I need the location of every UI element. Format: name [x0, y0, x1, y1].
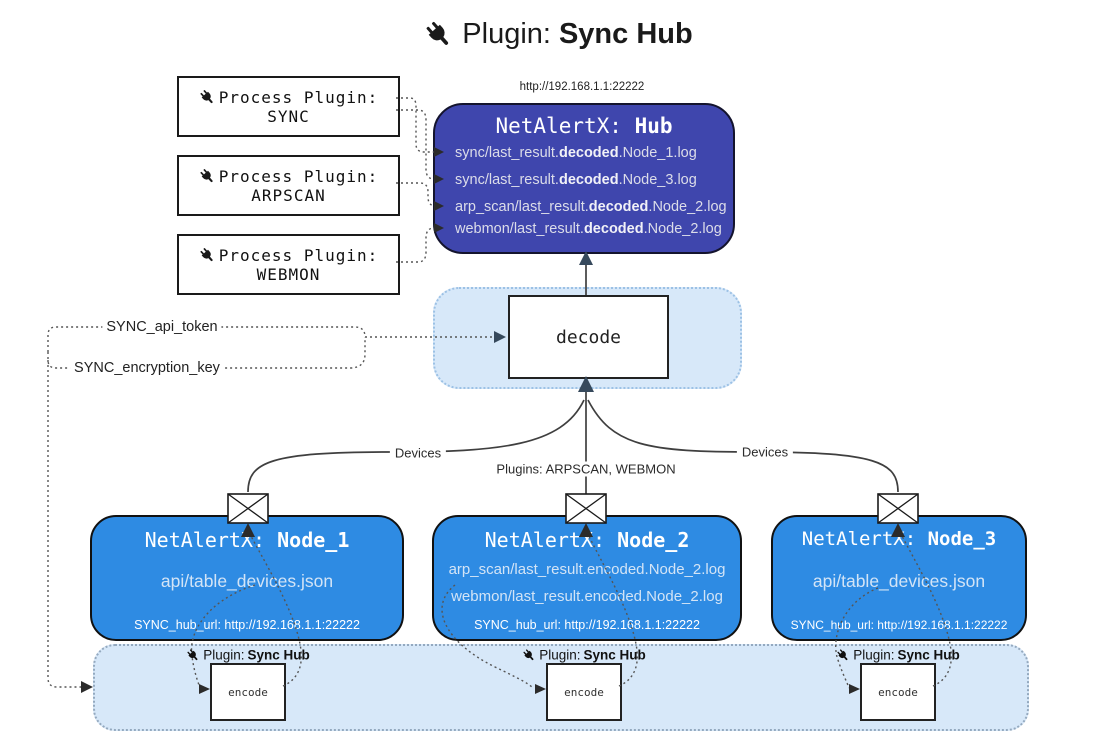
- edge-sync-to-hub-2: [396, 109, 436, 180]
- edge-sync-to-hub-1: [396, 97, 434, 153]
- process-plugin-label: Process Plugin:: [218, 245, 379, 265]
- encode-box: encode: [546, 663, 622, 721]
- node-title: NetAlertX: Node_1: [144, 528, 350, 552]
- node-title: NetAlertX: Node_3: [801, 528, 997, 550]
- arrowhead-icon: [81, 681, 93, 693]
- encode-box: encode: [860, 663, 936, 721]
- hub-log-line: webmon/last_result.decoded.Node_2.log: [455, 221, 722, 237]
- plug-icon: [199, 247, 216, 264]
- node-file: arp_scan/last_result.encoded.Node_2.log: [448, 561, 726, 578]
- node-file: api/table_devices.json: [160, 571, 334, 591]
- title-name: Sync Hub: [558, 18, 693, 50]
- node-hub-url: SYNC_hub_url: http://192.168.1.1:22222: [790, 618, 1008, 632]
- node-box-node-2: NetAlertX: Node_2 arp_scan/last_result.e…: [432, 515, 742, 641]
- devices-label-right: Devices: [736, 444, 794, 460]
- node-title: NetAlertX: Node_2: [484, 528, 690, 552]
- process-plugin-box-sync: Process Plugin: SYNC: [177, 76, 400, 137]
- sync-encryption-key-label: SYNC_encryption_key: [70, 360, 224, 376]
- process-plugin-name: SYNC: [267, 106, 310, 126]
- devices-label-left: Devices: [389, 445, 447, 461]
- node-hub-url: SYNC_hub_url: http://192.168.1.1:22222: [134, 618, 360, 632]
- plug-icon: [522, 648, 536, 662]
- process-plugin-label: Process Plugin:: [218, 166, 379, 186]
- title-prefix: Plugin:: [462, 18, 551, 50]
- process-plugin-box-arpscan: Process Plugin: ARPSCAN: [177, 155, 400, 216]
- process-plugin-name: ARPSCAN: [251, 185, 326, 205]
- plug-icon: [199, 89, 216, 106]
- edge-webmon-to-hub: [396, 227, 436, 263]
- hub-box: NetAlertX: Hub sync/last_result.decoded.…: [433, 103, 735, 254]
- plugins-edge-label: Plugins: ARPSCAN, WEBMON: [491, 461, 681, 477]
- encoder-plugin-label: Plugin:Sync Hub: [186, 648, 310, 663]
- plug-icon: [199, 168, 216, 185]
- plug-icon: [424, 20, 454, 50]
- process-plugin-label: Process Plugin:: [218, 87, 379, 107]
- node-file: api/table_devices.json: [812, 571, 986, 591]
- plug-icon: [186, 648, 200, 662]
- plug-icon: [836, 648, 850, 662]
- hub-url: http://192.168.1.1:22222: [519, 81, 645, 93]
- hub-title: NetAlertX: Hub: [435, 114, 733, 138]
- edge-arpscan-to-hub: [396, 182, 437, 207]
- node-box-node-1: NetAlertX: Node_1 api/table_devices.json…: [90, 515, 404, 641]
- encoder-plugin-label: Plugin:Sync Hub: [522, 648, 646, 663]
- node-box-node-3: NetAlertX: Node_3 api/table_devices.json…: [771, 515, 1027, 641]
- encoder-plugin-label: Plugin:Sync Hub: [836, 648, 960, 663]
- node-hub-url: SYNC_hub_url: http://192.168.1.1:22222: [474, 618, 700, 632]
- hub-log-line: sync/last_result.decoded.Node_1.log: [455, 145, 697, 161]
- process-plugin-box-webmon: Process Plugin: WEBMON: [177, 234, 400, 295]
- node-file: webmon/last_result.encoded.Node_2.log: [451, 588, 723, 605]
- encode-box: encode: [210, 663, 286, 721]
- hub-log-line: sync/last_result.decoded.Node_3.log: [455, 172, 697, 188]
- hub-title-name: Hub: [634, 114, 673, 138]
- decode-box: decode: [508, 295, 669, 379]
- hub-title-prefix: NetAlertX:: [495, 114, 622, 138]
- hub-log-line: arp_scan/last_result.decoded.Node_2.log: [455, 199, 727, 215]
- edge-secrets-to-encoders: [47, 360, 81, 688]
- page-title: Plugin: Sync Hub: [0, 18, 1117, 51]
- sync-api-token-label: SYNC_api_token: [102, 319, 222, 335]
- process-plugin-name: WEBMON: [256, 264, 321, 284]
